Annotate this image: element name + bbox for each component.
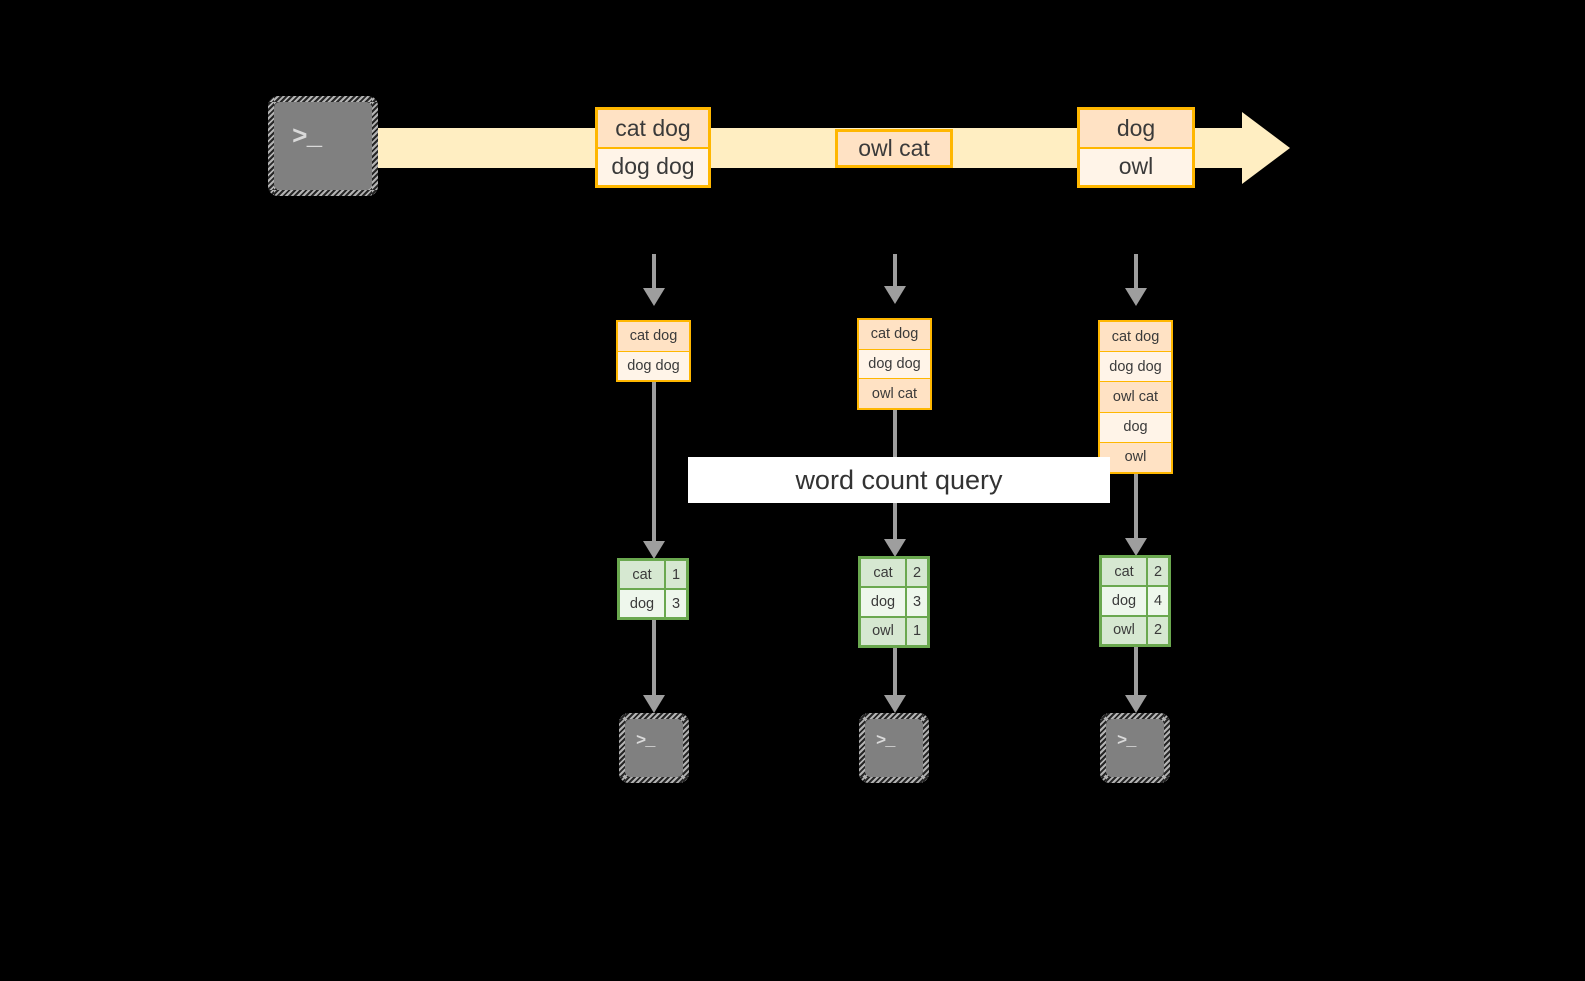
result-table-1[interactable]: cat 1 dog 3 — [617, 558, 689, 620]
stream-arrowhead — [1242, 112, 1290, 184]
table-row: owl 1 — [861, 615, 927, 645]
result-count: 2 — [1146, 616, 1168, 644]
query-arrow-head-2 — [884, 539, 906, 557]
snapshot-tap-line-3 — [1134, 254, 1138, 288]
source-terminal-icon[interactable]: >_ — [268, 96, 378, 196]
result-count: 4 — [1146, 587, 1168, 615]
accumulated-row: cat dog — [1100, 322, 1171, 352]
terminal-prompt-glyph: >_ — [636, 732, 655, 751]
accumulated-row: cat dog — [618, 322, 689, 351]
table-row: cat 2 — [1102, 558, 1168, 586]
terminal-prompt-glyph: >_ — [1117, 732, 1136, 751]
sink-terminal-icon-2[interactable]: >_ — [859, 713, 929, 783]
result-word: dog — [620, 590, 664, 617]
result-count: 1 — [664, 561, 686, 588]
result-word: cat — [1102, 558, 1146, 586]
accumulated-row: owl cat — [859, 378, 930, 409]
sink-arrow-line-1 — [652, 620, 656, 698]
snapshot-tap-arrowhead-2 — [884, 286, 906, 304]
table-row: cat 2 — [861, 559, 927, 587]
result-count: 2 — [1146, 558, 1168, 586]
result-count: 3 — [664, 590, 686, 617]
table-row: owl 2 — [1102, 614, 1168, 644]
terminal-prompt-glyph: >_ — [876, 732, 895, 751]
sink-arrow-head-3 — [1125, 695, 1147, 713]
query-arrow-line-1 — [652, 382, 656, 546]
stream-message-3[interactable]: dog owl — [1077, 107, 1195, 188]
query-arrow-head-1 — [643, 541, 665, 559]
message-row: owl — [1080, 146, 1192, 185]
table-row: dog 3 — [861, 586, 927, 616]
accumulated-row: owl cat — [1100, 381, 1171, 412]
query-arrow-head-3 — [1125, 538, 1147, 556]
result-count: 2 — [905, 559, 927, 587]
query-band: word count query — [688, 457, 1110, 503]
accumulated-row: cat dog — [859, 320, 930, 349]
accumulated-row: owl — [1100, 441, 1171, 473]
message-row: owl cat — [838, 132, 950, 165]
snapshot-tap-arrowhead-3 — [1125, 288, 1147, 306]
result-word: dog — [861, 588, 905, 616]
accumulated-row: dog dog — [1100, 351, 1171, 382]
sink-arrow-line-3 — [1134, 647, 1138, 698]
snapshot-tap-line-2 — [893, 254, 897, 286]
message-row: dog — [1080, 110, 1192, 147]
terminal-prompt-glyph: >_ — [292, 122, 322, 152]
accumulated-box-3[interactable]: cat dog dog dog owl cat dog owl — [1098, 320, 1173, 474]
result-table-2[interactable]: cat 2 dog 3 owl 1 — [858, 556, 930, 648]
result-word: owl — [861, 617, 905, 645]
result-word: cat — [620, 561, 664, 588]
table-row: dog 4 — [1102, 585, 1168, 615]
stream-message-1[interactable]: cat dog dog dog — [595, 107, 711, 188]
result-count: 1 — [905, 617, 927, 645]
snapshot-tap-arrowhead-1 — [643, 288, 665, 306]
terminal-screen — [865, 719, 923, 777]
accumulated-row: dog — [1100, 411, 1171, 442]
query-label: word count query — [795, 464, 1003, 495]
terminal-screen — [625, 719, 683, 777]
sink-arrow-head-1 — [643, 695, 665, 713]
table-row: cat 1 — [620, 561, 686, 588]
terminal-screen — [274, 102, 372, 190]
accumulated-row: dog dog — [618, 350, 689, 380]
result-word: dog — [1102, 587, 1146, 615]
sink-terminal-icon-1[interactable]: >_ — [619, 713, 689, 783]
message-row: cat dog — [598, 110, 708, 147]
sink-arrow-line-2 — [893, 648, 897, 698]
accumulated-row: dog dog — [859, 348, 930, 379]
snapshot-tap-line-1 — [652, 254, 656, 288]
result-table-3[interactable]: cat 2 dog 4 owl 2 — [1099, 555, 1171, 647]
message-row: dog dog — [598, 146, 708, 185]
result-count: 3 — [905, 588, 927, 616]
result-word: cat — [861, 559, 905, 587]
sink-arrow-head-2 — [884, 695, 906, 713]
query-arrow-line-3 — [1134, 474, 1138, 544]
sink-terminal-icon-3[interactable]: >_ — [1100, 713, 1170, 783]
result-word: owl — [1102, 616, 1146, 644]
terminal-screen — [1106, 719, 1164, 777]
stream-message-2[interactable]: owl cat — [835, 129, 953, 168]
accumulated-box-2[interactable]: cat dog dog dog owl cat — [857, 318, 932, 410]
accumulated-box-1[interactable]: cat dog dog dog — [616, 320, 691, 382]
table-row: dog 3 — [620, 588, 686, 617]
